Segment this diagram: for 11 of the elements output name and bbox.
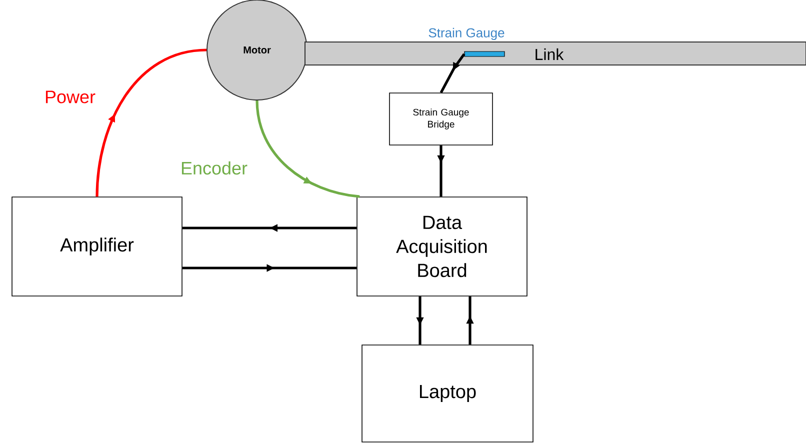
laptop-box: Laptop — [362, 344, 534, 442]
link-bar: Link — [304, 42, 806, 66]
edge-label: Power — [44, 90, 97, 104]
arrow — [440, 53, 466, 94]
bridge-box: Strain Gauge Bridge — [389, 92, 493, 146]
arrow — [96, 48, 207, 197]
daq-box: Data Acquisition Board — [356, 196, 528, 296]
node-label: Strain Gauge — [428, 28, 504, 40]
edge-label: Encoder — [179, 160, 249, 176]
arrow — [256, 100, 360, 198]
amplifier-box: Amplifier — [12, 196, 182, 296]
